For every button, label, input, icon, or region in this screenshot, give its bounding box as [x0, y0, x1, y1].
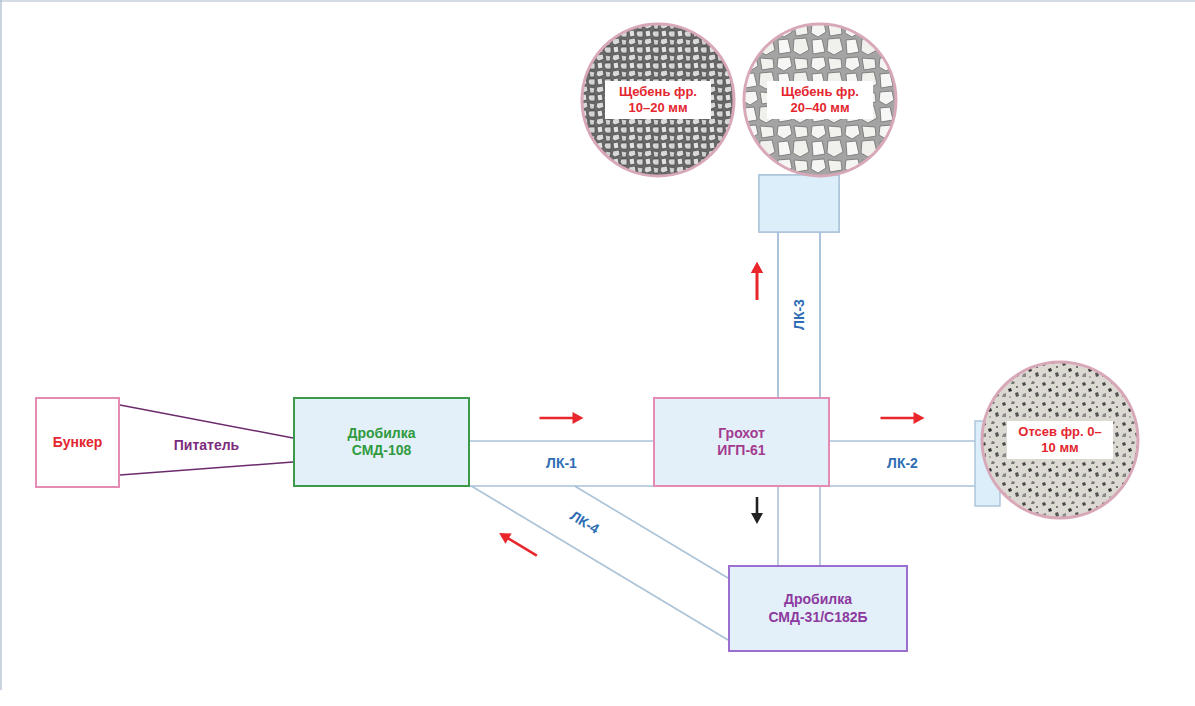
product-circle: Щебень фр. 20–40 мм [742, 22, 898, 178]
feeder-line [120, 462, 293, 475]
product-circle: Отсев фр. 0–10 мм [980, 360, 1140, 520]
flow-arrow [756, 271, 759, 300]
arrow-head [914, 412, 925, 424]
conveyor-belt [819, 232, 821, 397]
flow-arrow [540, 417, 575, 420]
product-label: Щебень фр. 20–40 мм [767, 81, 873, 120]
conveyor-connector [470, 412, 653, 486]
flow-arrow [507, 538, 537, 556]
conveyor-belt [830, 440, 975, 442]
arrow-head [573, 412, 584, 424]
conveyor-connector [751, 487, 820, 565]
gravel-texture [982, 362, 1138, 518]
frame-line [0, 0, 1, 690]
flow-arrow [756, 271, 759, 300]
conveyor-belt [470, 440, 653, 442]
screen-box: Грохот ИГП-61 [653, 397, 830, 487]
conveyor-connector [830, 412, 1000, 506]
conveyor-belt [470, 485, 653, 487]
discharge-hopper [759, 175, 839, 232]
conveyor-belt [830, 485, 975, 487]
conveyor-connector [120, 405, 293, 475]
product-label: Отсев фр. 0–10 мм [1007, 421, 1113, 460]
conveyor-connector [471, 486, 728, 640]
gravel-texture [744, 24, 896, 176]
crusher-box: Дробилка СМД-31/С182Б [728, 565, 908, 652]
arrow-head [751, 513, 763, 524]
crusher-box: Дробилка СМД-108 [293, 397, 470, 487]
flow-arrow [881, 417, 916, 420]
conveyor-belt [777, 487, 779, 565]
conveyor-belt [777, 232, 779, 397]
conveyor-belt [819, 487, 821, 565]
conveyor-belt [819, 232, 821, 397]
conveyor-connector [751, 175, 839, 397]
bunker-box: Бункер [35, 397, 120, 488]
discharge-hopper [759, 175, 839, 232]
conveyor-label: ЛК-2 [884, 455, 921, 472]
product-label: Щебень фр. 10–20 мм [605, 81, 711, 120]
flow-arrow [756, 497, 759, 515]
node-label: Грохот ИГП-61 [697, 425, 787, 460]
feeder-line [120, 405, 293, 438]
node-label: Дробилка СМД-108 [327, 425, 437, 460]
gravel-texture [582, 24, 734, 176]
product-circle: Щебень фр. 10–20 мм [580, 22, 736, 178]
conveyor-belt [777, 232, 779, 397]
arrow-head [751, 262, 763, 273]
conveyor-label: ЛК-1 [543, 455, 580, 472]
conveyor-connector [751, 175, 839, 397]
conveyor-label: ЛК-4 [564, 506, 604, 540]
node-label: Дробилка СМД-31/С182Б [756, 591, 881, 626]
node-label: Бункер [53, 434, 102, 452]
conveyor-belt [471, 486, 728, 640]
conveyor-label: ЛК-3 [790, 296, 807, 333]
frame-line [0, 0, 1195, 1]
conveyor-label: Питатель [171, 437, 242, 454]
arrow-head [751, 262, 763, 273]
arrow-head [499, 533, 512, 544]
